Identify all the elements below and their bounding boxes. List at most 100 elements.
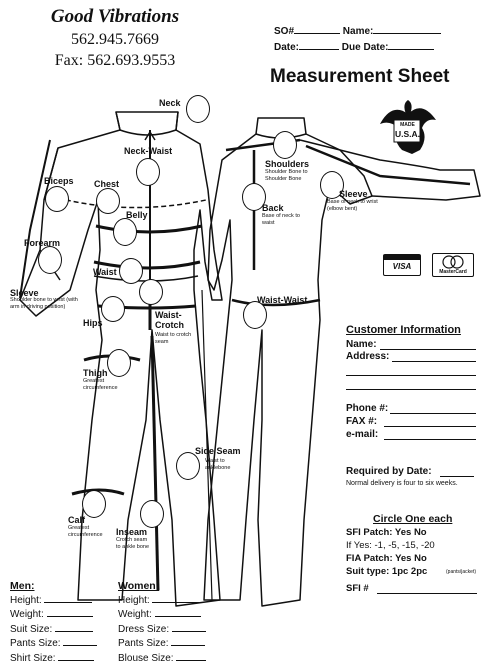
address-line-2[interactable] bbox=[346, 375, 476, 376]
biceps-label: Biceps bbox=[44, 176, 74, 186]
men-pants-size-label: Pants Size: bbox=[10, 638, 61, 649]
waist-crotch-note: Waist to crotch seam bbox=[155, 332, 192, 345]
belly-circle[interactable] bbox=[113, 218, 137, 246]
company-phone: 562.945.7669 bbox=[71, 31, 159, 48]
customer-phone-field[interactable] bbox=[390, 413, 476, 414]
back-sleeve-note: Base of neck to wrist (elbow bent) bbox=[327, 199, 378, 212]
visa-card-icon: VISA bbox=[383, 254, 421, 276]
women-weight-label: Weight: bbox=[118, 609, 152, 620]
date-field[interactable] bbox=[299, 40, 340, 50]
men-weight-field[interactable] bbox=[46, 607, 93, 617]
fia-patch-option[interactable]: FIA Patch: Yes No bbox=[346, 553, 427, 564]
hips-circle[interactable] bbox=[101, 296, 125, 322]
name-field[interactable] bbox=[373, 24, 442, 34]
back-sleeve-circle[interactable] bbox=[320, 171, 344, 199]
chest-label: Chest bbox=[94, 179, 120, 189]
inseam-circle[interactable] bbox=[140, 500, 164, 528]
back-label: Back bbox=[262, 203, 284, 213]
women-pants-size-field[interactable] bbox=[171, 636, 206, 646]
front-suit-outline bbox=[19, 111, 223, 607]
due-date-label: Due Date: bbox=[341, 42, 389, 53]
biceps-circle[interactable] bbox=[45, 186, 69, 212]
women-heading: Women: bbox=[118, 580, 160, 592]
so-label: SO# bbox=[274, 26, 295, 37]
delivery-note: Normal delivery is four to six weeks. bbox=[346, 480, 458, 487]
order-fields: SO# Name: Date: Due Date: bbox=[274, 24, 442, 56]
date-label: Date: bbox=[274, 42, 300, 53]
women-pants-size-label: Pants Size: bbox=[118, 638, 169, 649]
company-name: Good Vibrations bbox=[50, 6, 180, 27]
forearm-label: Forearm bbox=[24, 238, 61, 248]
men-shirt-size-label: Shirt Size: bbox=[10, 652, 56, 664]
men-suit-size-field[interactable] bbox=[55, 622, 94, 632]
so-field[interactable] bbox=[294, 24, 341, 34]
badge-usa: U.S.A. bbox=[394, 129, 421, 139]
side-seam-label: Side Seam bbox=[195, 446, 241, 456]
customer-name-field[interactable] bbox=[380, 349, 476, 350]
waist-waist-circle[interactable] bbox=[243, 301, 267, 329]
due-date-field[interactable] bbox=[388, 40, 435, 50]
customer-fax-label: FAX #: bbox=[346, 416, 378, 427]
waist-crotch-label: Waist-Crotch bbox=[155, 310, 184, 330]
side-seam-note: Waist to anklebone bbox=[205, 458, 231, 471]
waist-label: Waist bbox=[93, 267, 117, 277]
customer-info-heading: Customer Information bbox=[346, 324, 461, 336]
customer-name-label: Name: bbox=[346, 339, 377, 350]
sfi-patch-option[interactable]: SFI Patch: Yes No bbox=[346, 527, 427, 538]
men-weight-label: Weight: bbox=[10, 609, 44, 620]
women-weight-field[interactable] bbox=[154, 607, 201, 617]
options-heading: Circle One each bbox=[373, 513, 453, 525]
customer-email-field[interactable] bbox=[384, 439, 476, 440]
calf-label: Calf bbox=[68, 515, 86, 525]
women-blouse-size-label: Blouse Size: bbox=[118, 652, 174, 664]
neck-label: Neck bbox=[159, 98, 181, 108]
side-seam-circle[interactable] bbox=[176, 452, 200, 480]
customer-address-label: Address: bbox=[346, 351, 390, 362]
sfi-number-label: SFI # bbox=[346, 583, 369, 594]
men-height-label: Height: bbox=[10, 594, 42, 606]
required-by-field[interactable] bbox=[440, 476, 474, 477]
customer-fax-field[interactable] bbox=[384, 426, 476, 427]
neck-waist-circle[interactable] bbox=[136, 158, 160, 186]
thigh-note: Greatest circumference bbox=[83, 378, 118, 391]
required-by-label: Required by Date: bbox=[346, 466, 432, 477]
women-dress-size-field[interactable] bbox=[171, 622, 206, 632]
inseam-label: Inseam bbox=[116, 527, 148, 537]
inseam-note: Crotch seam to ankle bone bbox=[116, 537, 150, 550]
women-height-label: Height: bbox=[118, 594, 150, 606]
men-pants-size-field[interactable] bbox=[63, 636, 98, 646]
back-circle[interactable] bbox=[242, 183, 266, 211]
women-height-field[interactable] bbox=[152, 593, 201, 603]
hips-label: Hips bbox=[83, 318, 103, 328]
chest-circle[interactable] bbox=[96, 188, 120, 214]
shoulders-circle[interactable] bbox=[273, 131, 297, 159]
calf-note: Greatest circumference bbox=[68, 525, 103, 538]
neck-circle[interactable] bbox=[186, 95, 210, 123]
men-shirt-size-field[interactable] bbox=[58, 651, 95, 661]
waist-circle[interactable] bbox=[119, 258, 143, 284]
name-label: Name: bbox=[342, 26, 374, 37]
waist-waist-label: Waist-Waist bbox=[257, 295, 308, 305]
shoulders-label: Shoulders bbox=[265, 159, 310, 169]
women-dress-size-label: Dress Size: bbox=[118, 623, 170, 635]
customer-email-label: e-mail: bbox=[346, 429, 379, 440]
waist-crotch-circle[interactable] bbox=[139, 279, 163, 305]
women-blouse-size-field[interactable] bbox=[176, 651, 207, 661]
sfi-level-option[interactable]: If Yes: -1, -5, -15, -20 bbox=[346, 540, 435, 551]
company-fax: Fax: 562.693.9553 bbox=[54, 52, 176, 69]
company-header: Good Vibrations 562.945.7669 Fax: 562.69… bbox=[0, 6, 230, 70]
sleeve-note: Shoulder bone to wrist (with arm in driv… bbox=[10, 297, 78, 310]
sfi-number-field[interactable] bbox=[377, 593, 477, 594]
neck-waist-label: Neck-Waist bbox=[124, 146, 173, 156]
thigh-circle[interactable] bbox=[107, 349, 131, 377]
forearm-circle[interactable] bbox=[38, 246, 62, 274]
men-height-field[interactable] bbox=[44, 593, 93, 603]
customer-phone-label: Phone #: bbox=[346, 403, 389, 414]
suit-type-option[interactable]: Suit type: 1pc 2pc bbox=[346, 566, 428, 577]
address-line-3[interactable] bbox=[346, 389, 476, 390]
men-sizes: Men: Height: Weight: Suit Size: Pants Si… bbox=[10, 580, 98, 665]
calf-circle[interactable] bbox=[82, 490, 106, 518]
thigh-label: Thigh bbox=[83, 368, 108, 378]
customer-address-field[interactable] bbox=[392, 361, 476, 362]
